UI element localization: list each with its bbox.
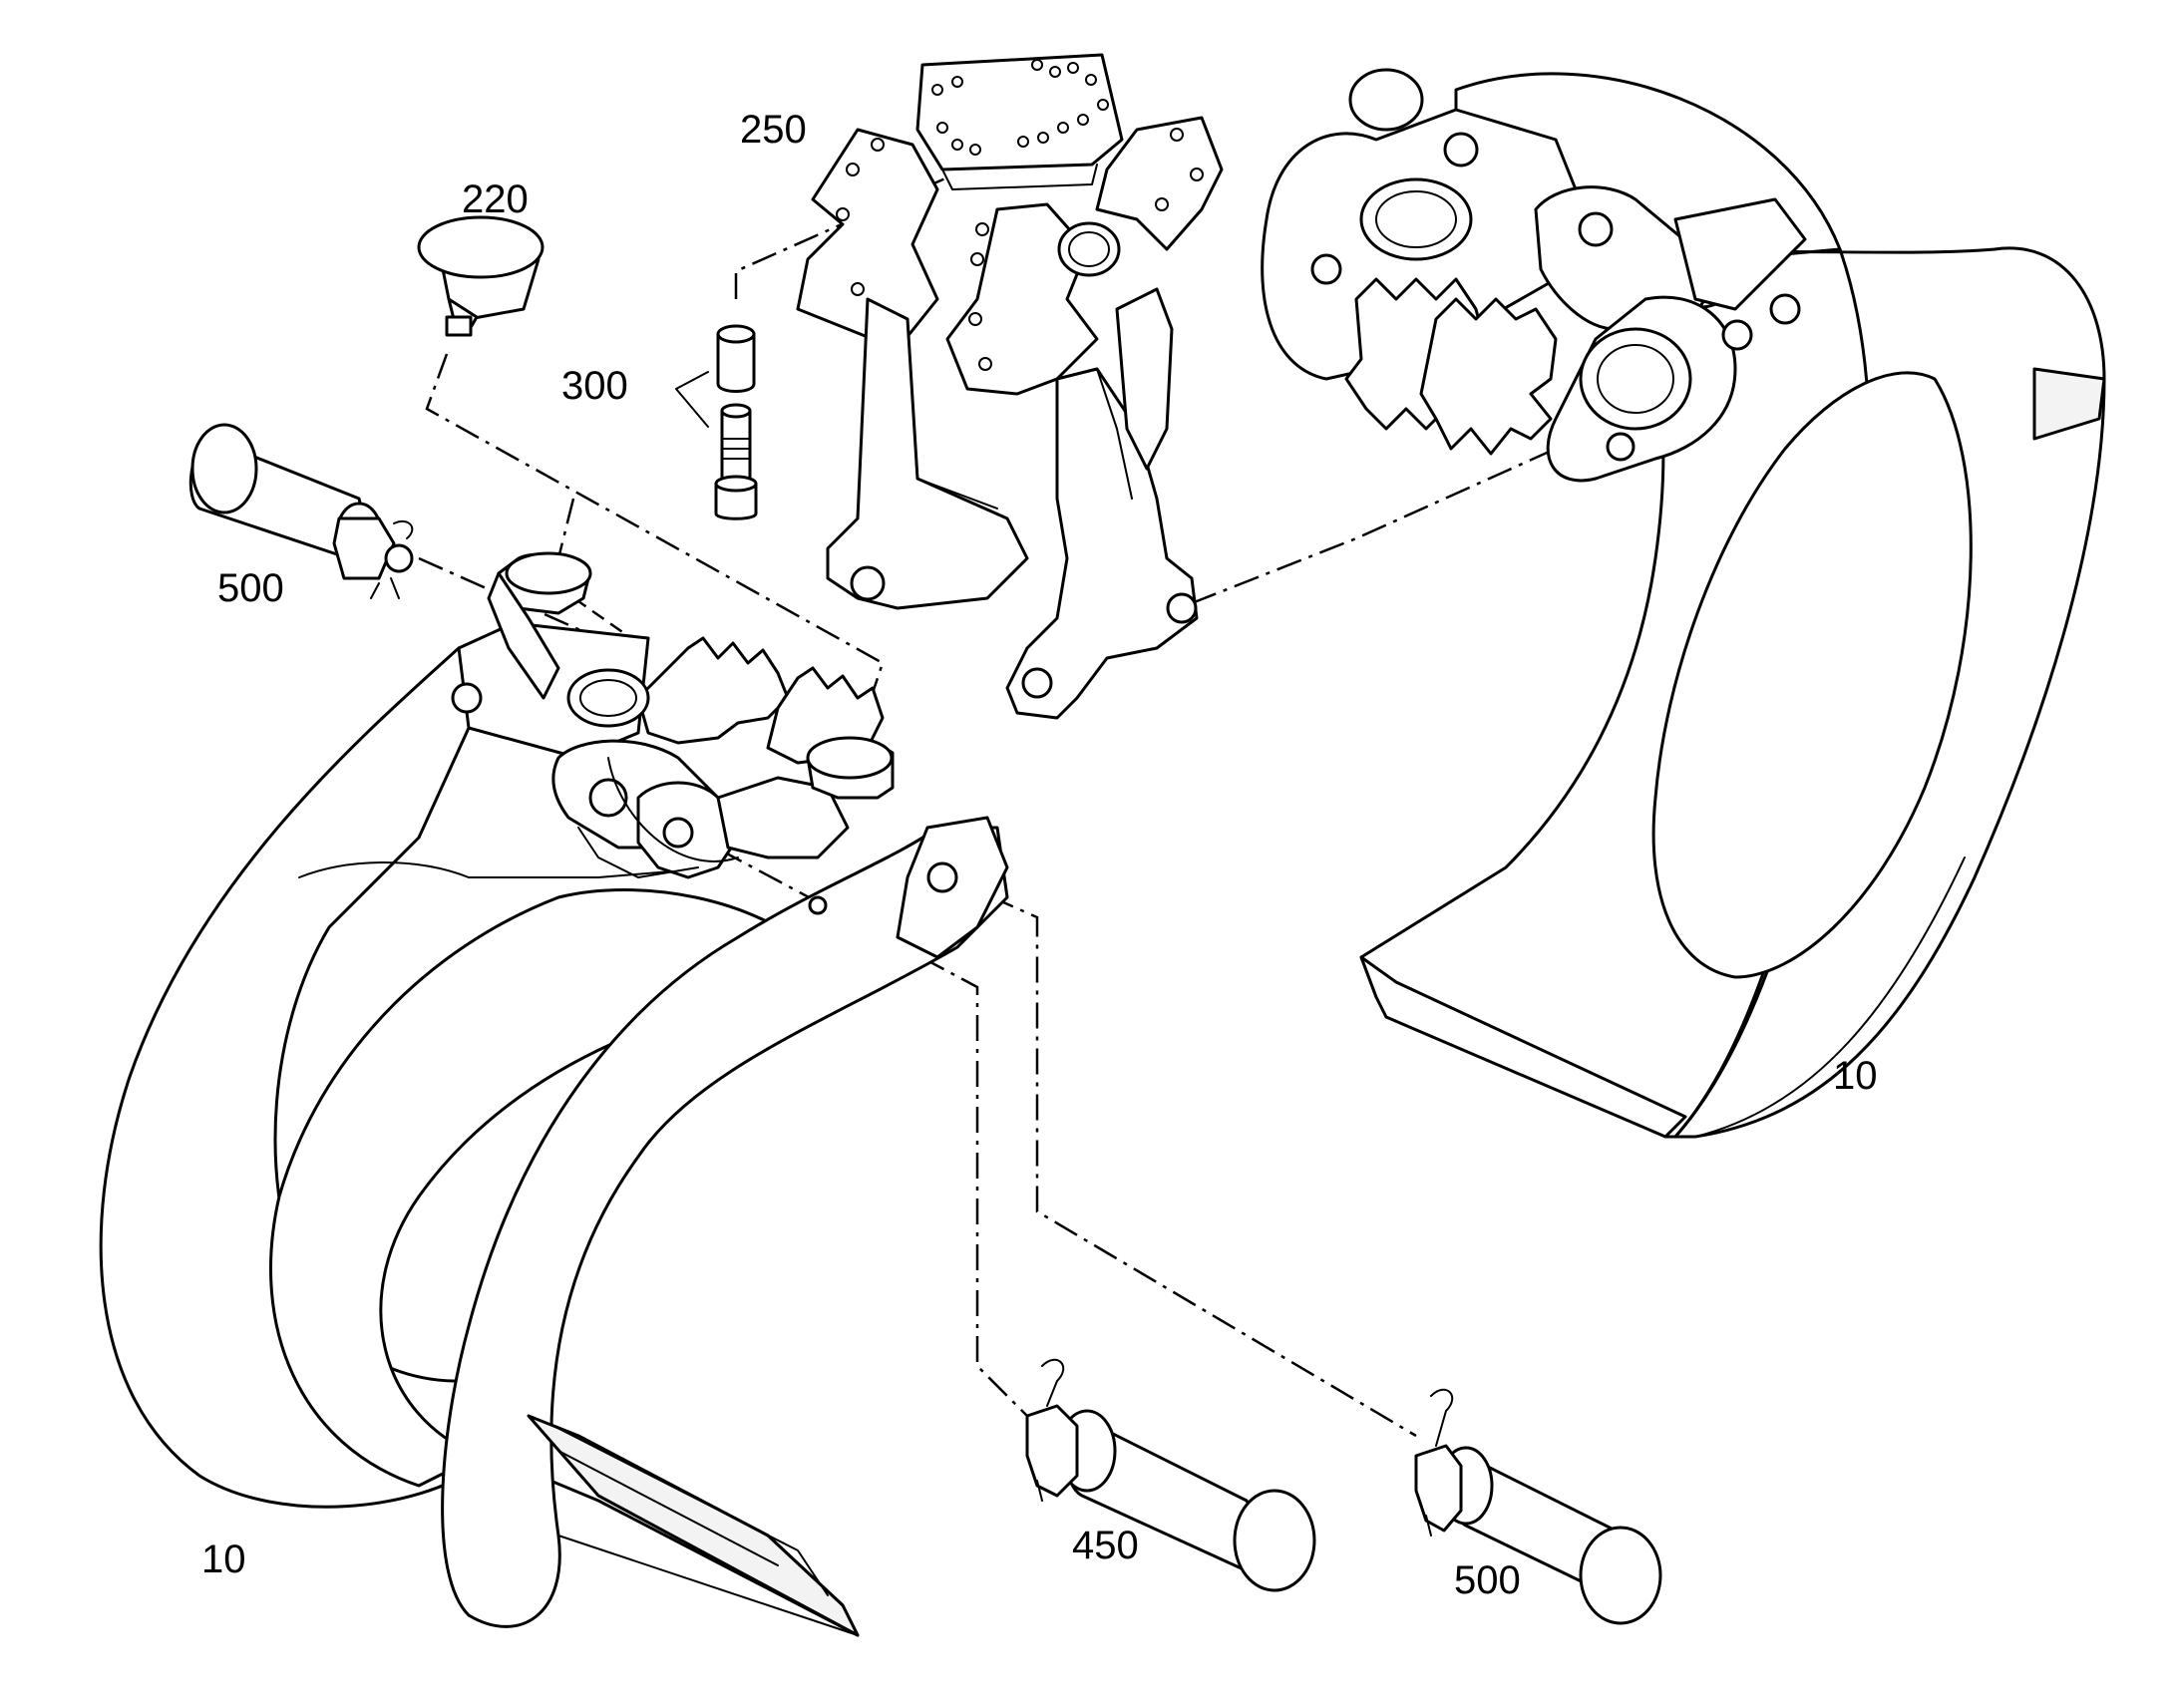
callout-500-lower: 500 <box>1454 1558 1521 1602</box>
part-500-pin-upper <box>188 423 414 599</box>
callout-220: 220 <box>462 177 529 221</box>
right-gear-segments <box>1344 177 1558 456</box>
part-220-damper <box>417 215 545 337</box>
leader-250-to-10right <box>1191 447 1557 605</box>
callout-10-left: 10 <box>201 1537 246 1581</box>
part-250-rotator-bracket <box>796 53 1224 720</box>
callout-300: 300 <box>561 364 628 408</box>
part-300-bushing-bolt <box>675 324 758 520</box>
part-500-pin-lower <box>1414 1388 1662 1625</box>
part-10-left-jaw <box>99 621 1009 1637</box>
part-450-pin <box>1025 1358 1316 1592</box>
callout-10-right: 10 <box>1833 1054 1878 1098</box>
leader-300-to-top <box>734 175 948 299</box>
callout-labels: 250 220 300 500 10 10 450 500 <box>201 108 1878 1602</box>
left-hub-assembly <box>487 551 895 879</box>
part-10-right-jaw <box>1261 68 2106 1139</box>
right-jaw-tab <box>2032 367 2106 441</box>
leader-500-pin <box>946 875 1417 1438</box>
leader-10-to-10 <box>538 571 639 645</box>
callout-500-upper: 500 <box>217 566 284 610</box>
callout-250: 250 <box>740 108 807 152</box>
callout-450: 450 <box>1072 1524 1139 1567</box>
leader-450-pin <box>677 826 1028 1417</box>
